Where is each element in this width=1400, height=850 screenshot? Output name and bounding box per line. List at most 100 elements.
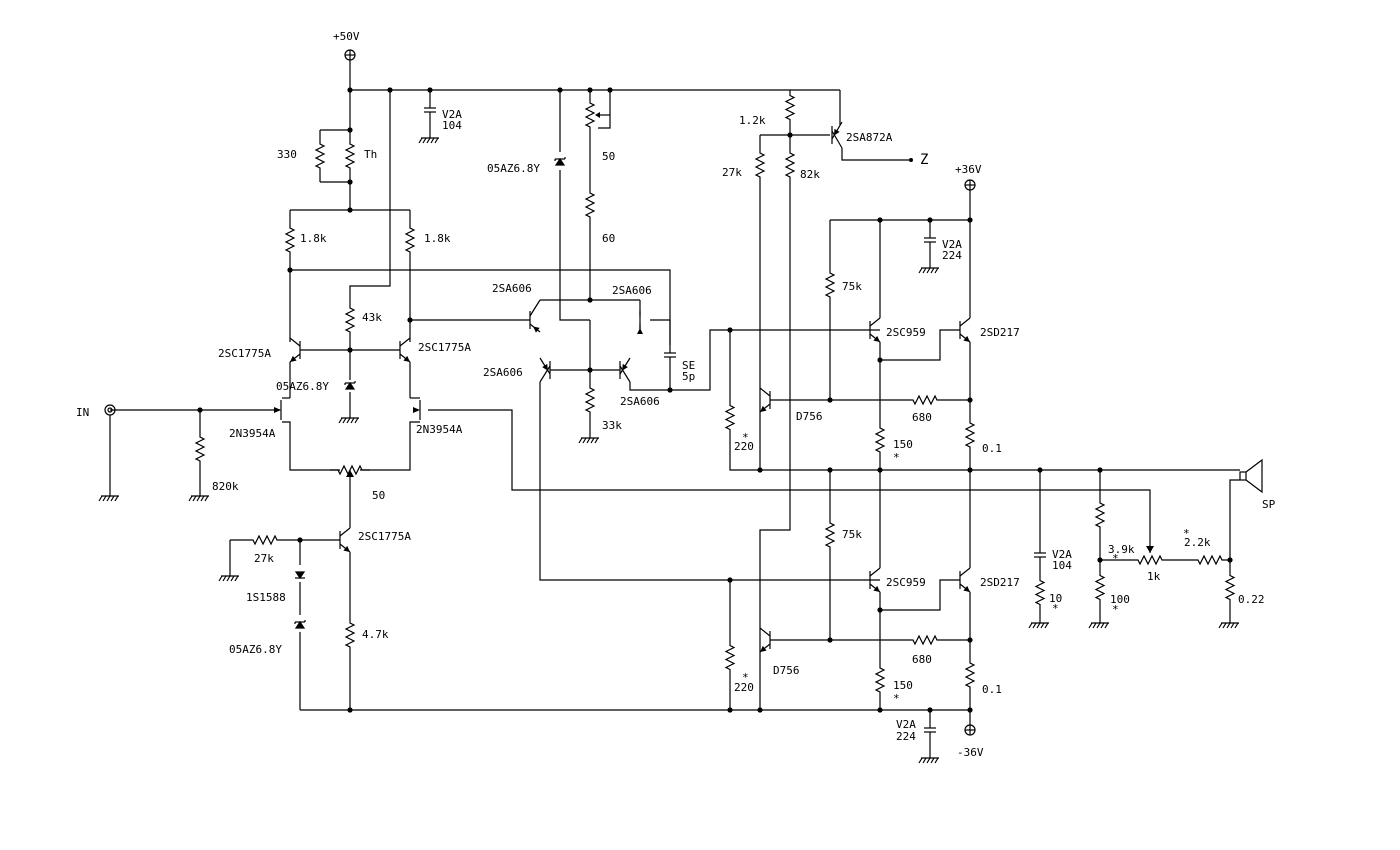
label-r820: 820k [212, 480, 239, 493]
z-label: Z [920, 152, 928, 168]
resistor [784, 90, 796, 125]
ground-icon [102, 495, 107, 502]
resistor [724, 395, 736, 440]
transistor-arrow-icon [533, 326, 540, 333]
label-c-se-val: 5p [682, 370, 695, 383]
junction-dot [827, 467, 833, 473]
resistor [230, 534, 300, 546]
resistor [1224, 560, 1236, 615]
diode-icon [294, 571, 306, 580]
ground-icon [1040, 622, 1045, 629]
label-c-zob-v: V2A [1052, 548, 1072, 561]
transistor-arrow-icon [873, 585, 880, 592]
label-r10: 10 [1049, 592, 1062, 605]
junction-dot [827, 637, 833, 643]
junction-dot [877, 607, 883, 613]
ground-icon [1096, 622, 1101, 629]
junction-dot [1097, 557, 1103, 563]
label-r60: 60 [602, 232, 615, 245]
junction-dot [557, 87, 563, 93]
junction-dot [607, 87, 613, 93]
potentiometer-arrow [1146, 546, 1154, 553]
speaker-label: SP [1262, 498, 1276, 511]
junction-dot [287, 267, 293, 273]
junction-dot [877, 707, 883, 713]
ground-icon [1100, 622, 1105, 629]
ground-icon [218, 575, 223, 582]
ground-icon [1234, 622, 1239, 629]
label-r33: 33k [602, 419, 622, 432]
junction-dot [347, 87, 353, 93]
transistor-arrow-icon [834, 128, 840, 136]
label-c-mid-v: V2A [942, 238, 962, 251]
transistor-arrow-icon [963, 585, 970, 592]
wire [1229, 479, 1240, 560]
label-star-10: * [1052, 602, 1059, 615]
ground-icon [434, 137, 439, 144]
transistor-arrow-icon [760, 645, 767, 652]
junction-dot [587, 87, 593, 93]
resistor [344, 130, 356, 182]
transistor-icon [959, 317, 971, 327]
wire [282, 421, 340, 471]
wire [841, 148, 910, 161]
label-qa2: 2SD217 [980, 326, 1020, 339]
wire [880, 579, 960, 611]
ground-icon [98, 495, 103, 502]
ground-icon [926, 267, 931, 274]
transistor-icon [339, 527, 351, 537]
junction-dot [967, 467, 973, 473]
ground-icon [418, 137, 423, 144]
label-z1: 05AZ6.8Y [276, 380, 329, 393]
junction-dot [757, 467, 763, 473]
junction-dot [967, 707, 973, 713]
junction-dot [877, 467, 883, 473]
label-c-zob-val: 104 [1052, 559, 1072, 572]
junction-dot [727, 327, 733, 333]
label-c-bot-val: 224 [896, 730, 916, 743]
resistor [284, 210, 296, 270]
junction-dot [407, 317, 413, 323]
ground-icon [934, 757, 939, 764]
ground-icon [196, 495, 201, 502]
rail-label-neg36: -36V [957, 746, 984, 759]
label-c-top-val: 104 [442, 119, 462, 132]
label-q3: 2SC1775A [358, 530, 411, 543]
label-c-top-v: V2A [442, 108, 462, 121]
label-r-r18: 1.8k [424, 232, 451, 245]
label-star-39: * [1112, 552, 1119, 565]
components [98, 49, 1263, 764]
wire [539, 382, 880, 581]
input-terminal-icon [107, 407, 113, 413]
resistor [404, 210, 416, 270]
resistor [584, 370, 596, 430]
junction-dot [347, 127, 353, 133]
label-p2: 2SA606 [612, 284, 652, 297]
label-d1: 1S1588 [246, 591, 286, 604]
label-r01a: 0.1 [982, 442, 1002, 455]
resistor [344, 600, 356, 670]
label-r022: 0.22 [1238, 593, 1265, 606]
label-p1: 2SA606 [492, 282, 532, 295]
label-star-220a: * [742, 431, 749, 444]
z-terminal-dot [909, 158, 913, 162]
wire [629, 329, 880, 391]
ground-icon [926, 757, 931, 764]
label-r43: 43k [362, 311, 382, 324]
transistor-arrow-icon [290, 355, 297, 362]
resistor [824, 520, 836, 550]
junction-dot [667, 387, 673, 393]
transistor-arrow-icon [760, 405, 767, 412]
resistor [880, 394, 970, 406]
label-q-2sa872: 2SA872A [846, 131, 893, 144]
transistor-arrow-icon [963, 335, 970, 342]
resistor [584, 90, 596, 140]
transistor-arrow-icon [403, 355, 410, 362]
ground-icon [586, 437, 591, 444]
label-r27b: 27k [722, 166, 742, 179]
rail-label-pos50: +50V [333, 30, 360, 43]
rail-label-pos36: +36V [955, 163, 982, 176]
label-star-22k: * [1183, 527, 1190, 540]
label-r220a: 220 [734, 440, 754, 453]
resistor [584, 140, 596, 270]
